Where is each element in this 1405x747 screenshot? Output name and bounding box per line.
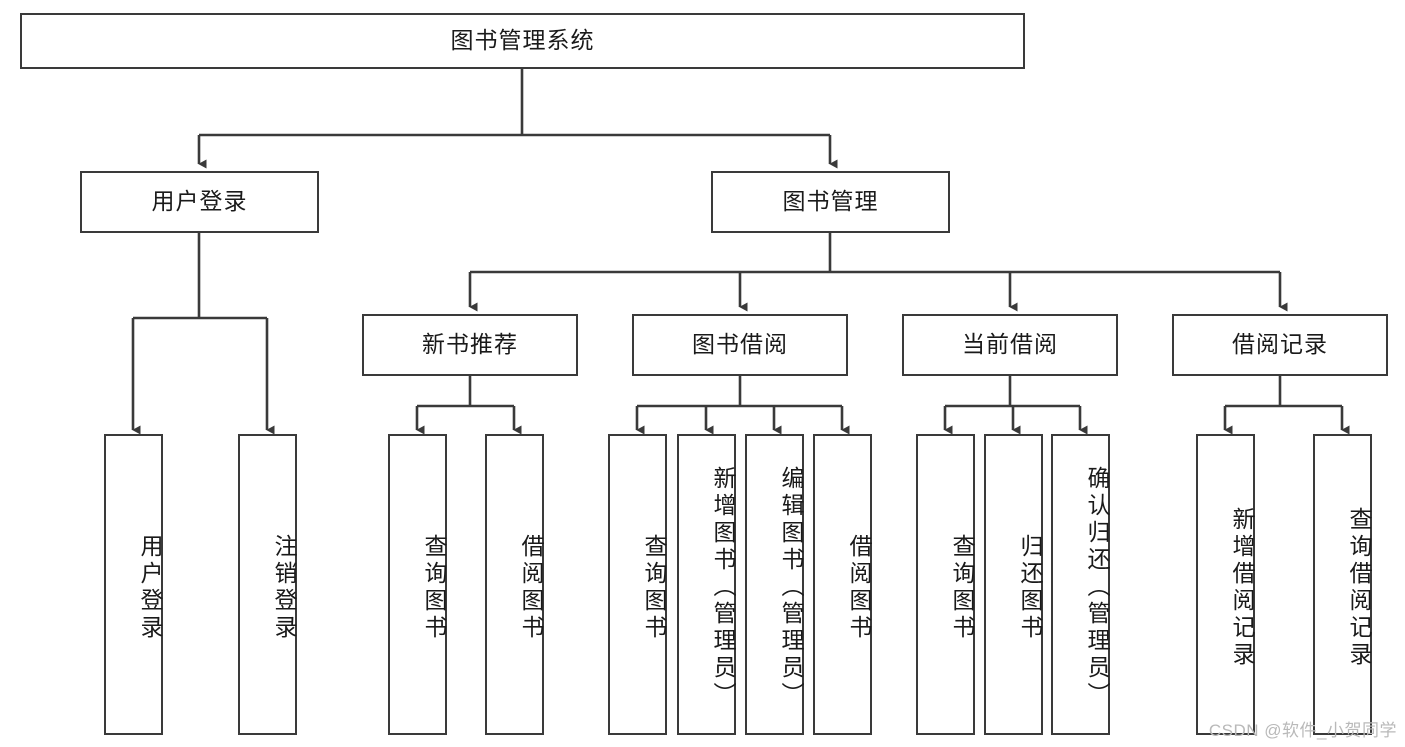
leaf-borrow-add-book-label: 新增图书（管理员） bbox=[710, 466, 736, 709]
leaf-borrow-borrow-book-label: 借阅图书 bbox=[846, 533, 872, 642]
leaf-borrow-edit-book[interactable]: 编辑图书（管理员） bbox=[745, 434, 804, 735]
node-current-borrow[interactable]: 当前借阅 bbox=[902, 314, 1118, 376]
leaf-current-confirm-return-label: 确认归还（管理员） bbox=[1084, 466, 1110, 709]
watermark: CSDN @软件_小贺同学 bbox=[1208, 721, 1397, 740]
leaf-borrow-add-book[interactable]: 新增图书（管理员） bbox=[677, 434, 736, 735]
leaf-logout-label: 注销登录 bbox=[271, 533, 297, 642]
leaf-record-query-label: 查询借阅记录 bbox=[1346, 506, 1372, 669]
leaf-recommend-borrow-book[interactable]: 借阅图书 bbox=[485, 434, 544, 735]
node-book-management-label: 图书管理 bbox=[782, 188, 879, 215]
leaf-recommend-query-book-label: 查询图书 bbox=[421, 533, 447, 642]
leaf-current-query-book-label: 查询图书 bbox=[949, 533, 975, 642]
leaf-current-return-book-label: 归还图书 bbox=[1017, 533, 1043, 642]
leaf-current-confirm-return[interactable]: 确认归还（管理员） bbox=[1051, 434, 1110, 735]
node-borrow-record[interactable]: 借阅记录 bbox=[1172, 314, 1388, 376]
node-root-label: 图书管理系统 bbox=[450, 27, 595, 54]
node-borrow-record-label: 借阅记录 bbox=[1232, 331, 1328, 358]
leaf-user-login[interactable]: 用户登录 bbox=[104, 434, 163, 735]
leaf-current-return-book[interactable]: 归还图书 bbox=[984, 434, 1043, 735]
leaf-borrow-borrow-book[interactable]: 借阅图书 bbox=[813, 434, 872, 735]
node-book-borrow-label: 图书借阅 bbox=[692, 331, 788, 358]
leaf-logout[interactable]: 注销登录 bbox=[238, 434, 297, 735]
leaf-borrow-query-book[interactable]: 查询图书 bbox=[608, 434, 667, 735]
node-user-login[interactable]: 用户登录 bbox=[80, 171, 319, 233]
node-root[interactable]: 图书管理系统 bbox=[20, 13, 1025, 69]
node-current-borrow-label: 当前借阅 bbox=[962, 331, 1058, 358]
leaf-record-query[interactable]: 查询借阅记录 bbox=[1313, 434, 1372, 735]
leaf-record-add-label: 新增借阅记录 bbox=[1229, 506, 1255, 669]
node-new-book-recommend-label: 新书推荐 bbox=[422, 331, 518, 358]
node-user-login-label: 用户登录 bbox=[151, 188, 248, 215]
leaf-borrow-edit-book-label: 编辑图书（管理员） bbox=[778, 466, 804, 709]
node-book-borrow[interactable]: 图书借阅 bbox=[632, 314, 848, 376]
leaf-recommend-query-book[interactable]: 查询图书 bbox=[388, 434, 447, 735]
node-new-book-recommend[interactable]: 新书推荐 bbox=[362, 314, 578, 376]
leaf-borrow-query-book-label: 查询图书 bbox=[641, 533, 667, 642]
leaf-record-add[interactable]: 新增借阅记录 bbox=[1196, 434, 1255, 735]
leaf-current-query-book[interactable]: 查询图书 bbox=[916, 434, 975, 735]
leaf-user-login-label: 用户登录 bbox=[137, 533, 163, 642]
node-book-management[interactable]: 图书管理 bbox=[711, 171, 950, 233]
leaf-recommend-borrow-book-label: 借阅图书 bbox=[518, 533, 544, 642]
